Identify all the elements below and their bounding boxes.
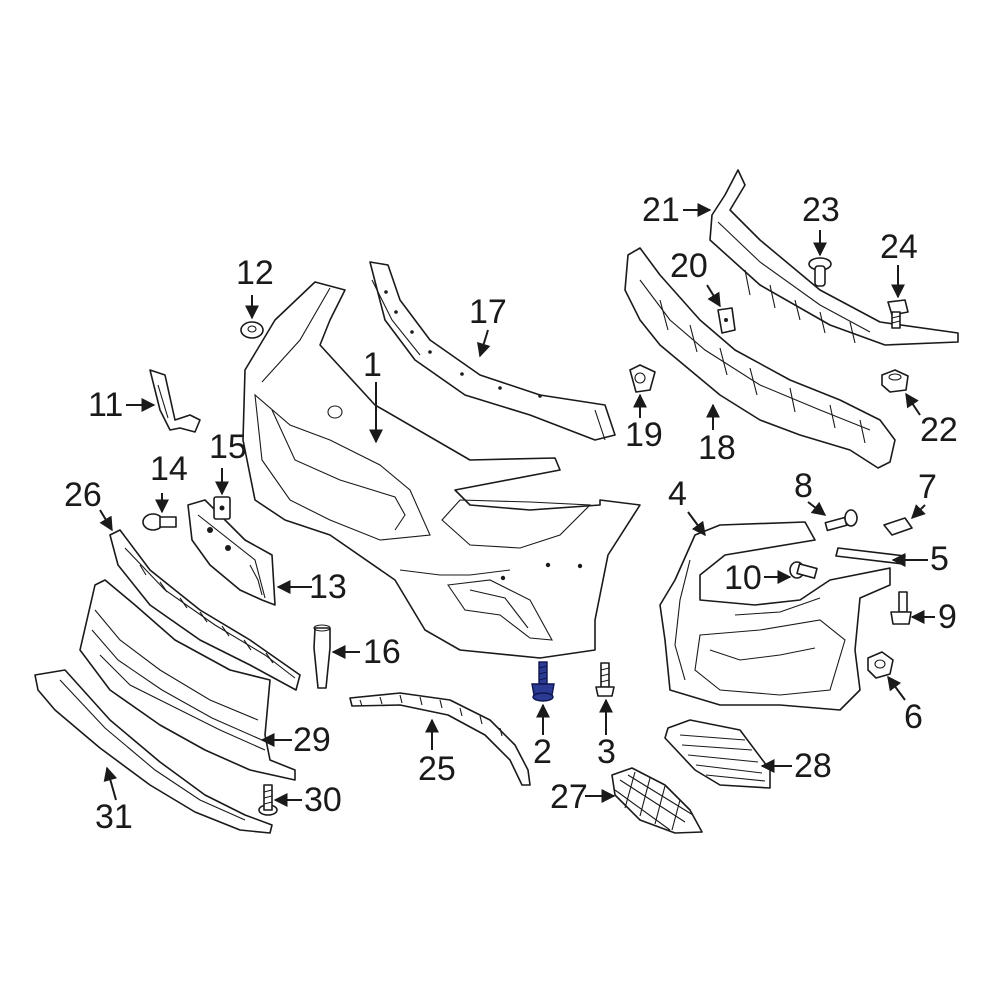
- callout-16: 16: [363, 633, 401, 671]
- clip-part-20[interactable]: [717, 307, 736, 334]
- lower-grille-part[interactable]: [79, 579, 296, 781]
- callout-31: 31: [95, 798, 133, 836]
- bolt-part-8[interactable]: [824, 509, 858, 532]
- leader-20: [706, 284, 721, 308]
- bolt-part-10[interactable]: [789, 561, 818, 579]
- callout-labels: 1 2 3 4 5 6 7 8 9 10 11 12 13 14 15 16 1…: [64, 191, 958, 836]
- clip-part-7[interactable]: [883, 517, 913, 536]
- impact-absorber-part[interactable]: [624, 247, 896, 469]
- callout-13: 13: [309, 568, 347, 606]
- callout-30: 30: [304, 781, 342, 819]
- upper-support-bar-part[interactable]: [369, 261, 616, 441]
- bolt-part-9[interactable]: [890, 591, 912, 625]
- callout-18: 18: [698, 429, 736, 467]
- callout-5: 5: [930, 540, 949, 578]
- callout-10: 10: [724, 559, 762, 597]
- callout-22: 22: [920, 411, 958, 449]
- bolt-part-24[interactable]: [887, 299, 909, 329]
- callout-28: 28: [794, 747, 832, 785]
- side-bracket-part[interactable]: [659, 521, 891, 711]
- molding-strip-part[interactable]: [349, 692, 531, 786]
- clip-part-15[interactable]: [213, 496, 231, 520]
- strip-part-5[interactable]: [835, 547, 906, 565]
- callout-3: 3: [597, 733, 616, 771]
- leader-8: [807, 501, 827, 516]
- callout-12: 12: [236, 254, 274, 292]
- callout-11: 11: [88, 386, 123, 424]
- clip-part-19[interactable]: [629, 364, 656, 393]
- callout-2: 2: [533, 733, 552, 771]
- lower-spoiler-part[interactable]: [34, 669, 273, 834]
- leader-22: [905, 392, 921, 416]
- leader-7: [911, 504, 926, 519]
- nut-part-12[interactable]: [240, 321, 264, 339]
- callout-24: 24: [880, 228, 918, 266]
- nut-part-6[interactable]: [867, 651, 894, 679]
- callout-6: 6: [904, 698, 923, 736]
- leader-17: [477, 329, 491, 358]
- grille-insert-left-part[interactable]: [611, 767, 703, 834]
- screw-part-3[interactable]: [595, 662, 615, 697]
- callout-14: 14: [150, 450, 188, 488]
- screw-part-30[interactable]: [258, 784, 278, 816]
- callout-26: 26: [64, 476, 102, 514]
- callout-4: 4: [668, 475, 687, 513]
- bumper-cover-part[interactable]: [242, 281, 641, 659]
- callout-21: 21: [642, 191, 680, 229]
- leader-6: [887, 675, 906, 701]
- callout-29: 29: [293, 721, 331, 759]
- leader-lines: [99, 203, 935, 807]
- bolt-part-14[interactable]: [142, 513, 177, 531]
- upper-trim-strip-part[interactable]: [709, 169, 959, 346]
- callout-8: 8: [794, 467, 813, 505]
- leader-26: [99, 509, 113, 532]
- callout-7: 7: [918, 468, 937, 506]
- tow-hook-cover-part[interactable]: [149, 369, 201, 433]
- callout-19: 19: [625, 416, 663, 454]
- leader-31: [103, 766, 118, 801]
- grille-strip-part[interactable]: [109, 529, 301, 691]
- callout-9: 9: [938, 598, 957, 636]
- callout-20: 20: [670, 247, 708, 285]
- callout-1: 1: [363, 346, 382, 384]
- nut-part-22[interactable]: [881, 369, 909, 393]
- callout-17: 17: [469, 293, 507, 331]
- sensor-bracket-part-16[interactable]: [313, 624, 331, 689]
- bolt-part-23[interactable]: [808, 257, 832, 287]
- callout-25: 25: [418, 750, 456, 788]
- callout-23: 23: [802, 191, 840, 229]
- leader-4: [687, 511, 706, 537]
- grille-insert-right-part[interactable]: [664, 719, 771, 789]
- highlighted-bolt-part-2[interactable]: [531, 661, 555, 702]
- callout-27: 27: [550, 778, 588, 816]
- callout-15: 15: [209, 428, 247, 466]
- mount-bracket-part[interactable]: [187, 499, 276, 606]
